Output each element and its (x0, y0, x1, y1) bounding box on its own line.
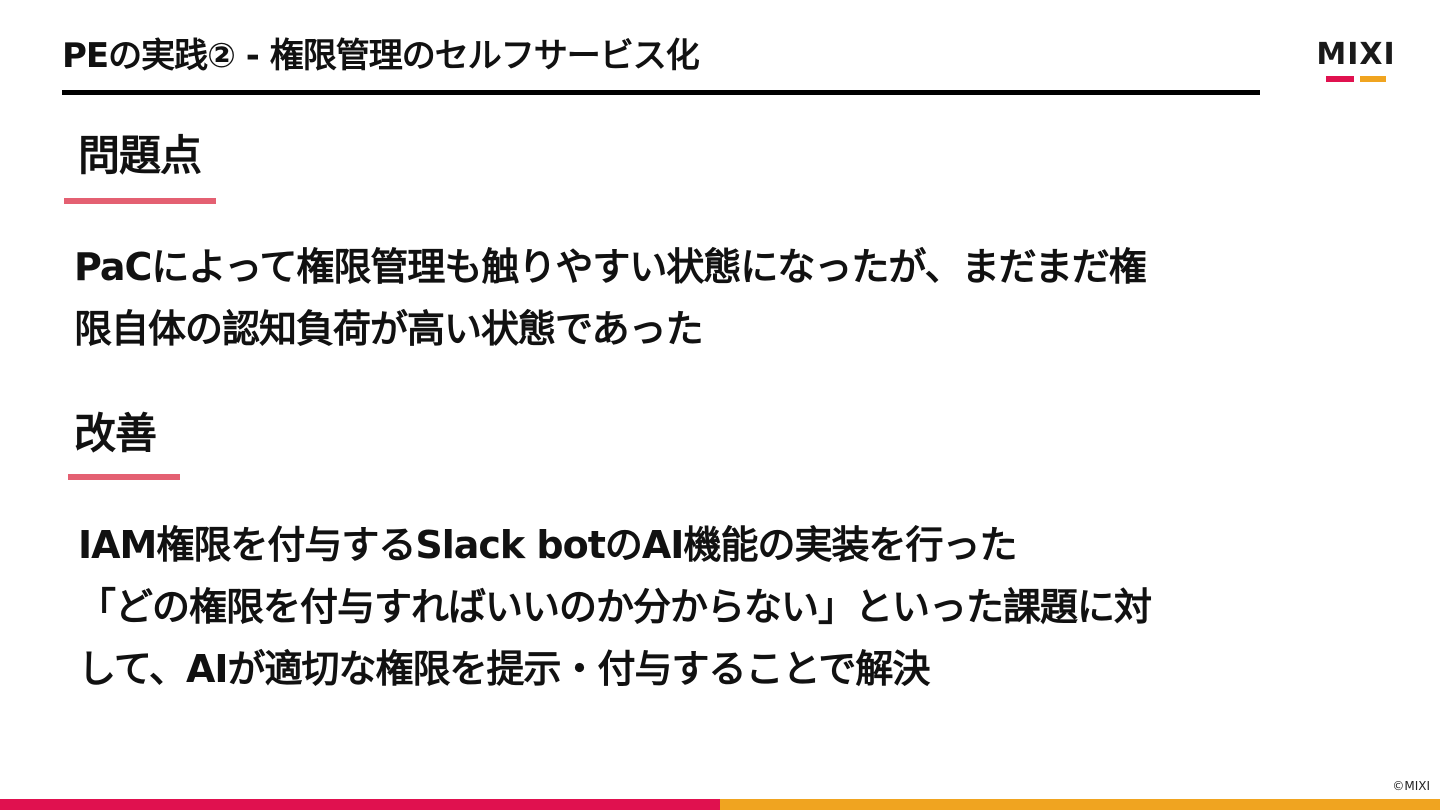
problem-heading: 問題点 (78, 131, 202, 180)
improvement-heading: 改善 (74, 409, 157, 458)
problem-line-2: 限自体の認知負荷が高い状態であった (74, 307, 704, 351)
logo-pink-bar (1326, 76, 1354, 82)
footer-bar-pink (0, 799, 720, 810)
improvement-heading-underline (68, 474, 180, 480)
improvement-line-3: して、AIが適切な権限を提示・付与することで解決 (78, 647, 930, 691)
improvement-line-2: 「どの権限を付与すればいいのか分からない」といった課題に対 (78, 585, 1152, 629)
title-divider (62, 90, 1260, 95)
problem-line-1: PaCによって権限管理も触りやすい状態になったが、まだまだ権 (74, 245, 1147, 289)
footer-bar-orange (720, 799, 1440, 810)
logo-orange-bar (1360, 76, 1386, 82)
problem-body: PaCによって権限管理も触りやすい状態になったが、まだまだ権 限自体の認知負荷が… (74, 236, 1147, 360)
improvement-body: IAM権限を付与するSlack botのAI機能の実装を行った 「どの権限を付与… (78, 514, 1152, 700)
mixi-logo: MIXI (1310, 38, 1402, 86)
page-title: PEの実践② - 権限管理のセルフサービス化 (62, 36, 700, 76)
problem-heading-underline (64, 198, 216, 204)
copyright-text: ©MIXI (1392, 779, 1430, 793)
logo-text: MIXI (1316, 37, 1396, 72)
improvement-line-1: IAM権限を付与するSlack botのAI機能の実装を行った (78, 523, 1017, 567)
